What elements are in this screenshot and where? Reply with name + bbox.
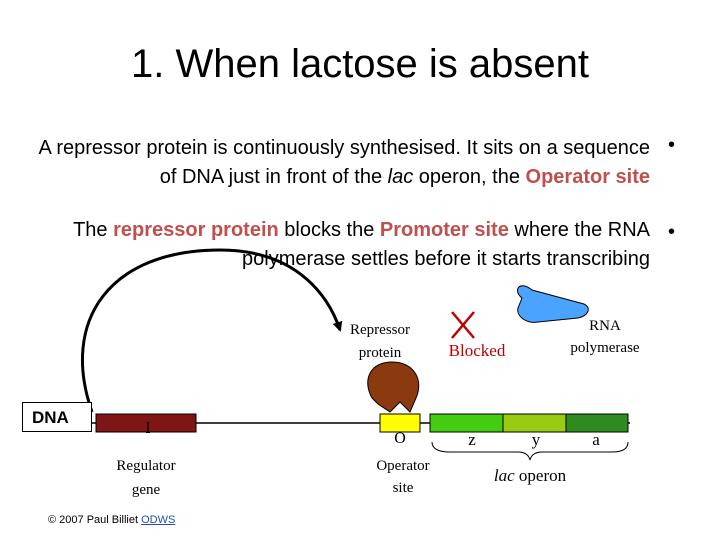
regulator-gene-label-2: gene: [96, 482, 196, 499]
blocked-label: Blocked: [432, 341, 522, 361]
gene-i-label: I: [138, 420, 158, 438]
footer-copyright: © 2007 Paul Billiet ODWS: [48, 514, 175, 526]
footer-link-odws[interactable]: ODWS: [141, 514, 175, 526]
operator-letter: O: [385, 430, 415, 448]
rna-polymerase-label-1: RNA: [550, 318, 660, 335]
rna-polymerase-label-2: polymerase: [550, 340, 660, 357]
rna-polymerase-shape: [517, 286, 588, 323]
operator-site-label-1: Operator: [355, 458, 451, 475]
lac-operon-word: operon: [515, 466, 566, 485]
repressor-label-1: Repressor: [330, 322, 430, 339]
operator-site-label-2: site: [355, 480, 451, 497]
lac-operon-label: lac operon: [470, 466, 590, 486]
lac-operon-italic: lac: [494, 466, 515, 485]
footer-text: © 2007 Paul Billiet: [48, 514, 141, 526]
synthesis-arrow: [82, 250, 340, 412]
regulator-gene-label-1: Regulator: [96, 458, 196, 475]
gene-a-label: a: [586, 430, 606, 450]
dna-label: DNA: [22, 402, 92, 432]
gene-y-label: y: [526, 430, 546, 450]
repressor-label-2: protein: [330, 345, 430, 362]
repressor-protein-shape: [368, 362, 419, 412]
gene-z-label: z: [462, 430, 482, 450]
